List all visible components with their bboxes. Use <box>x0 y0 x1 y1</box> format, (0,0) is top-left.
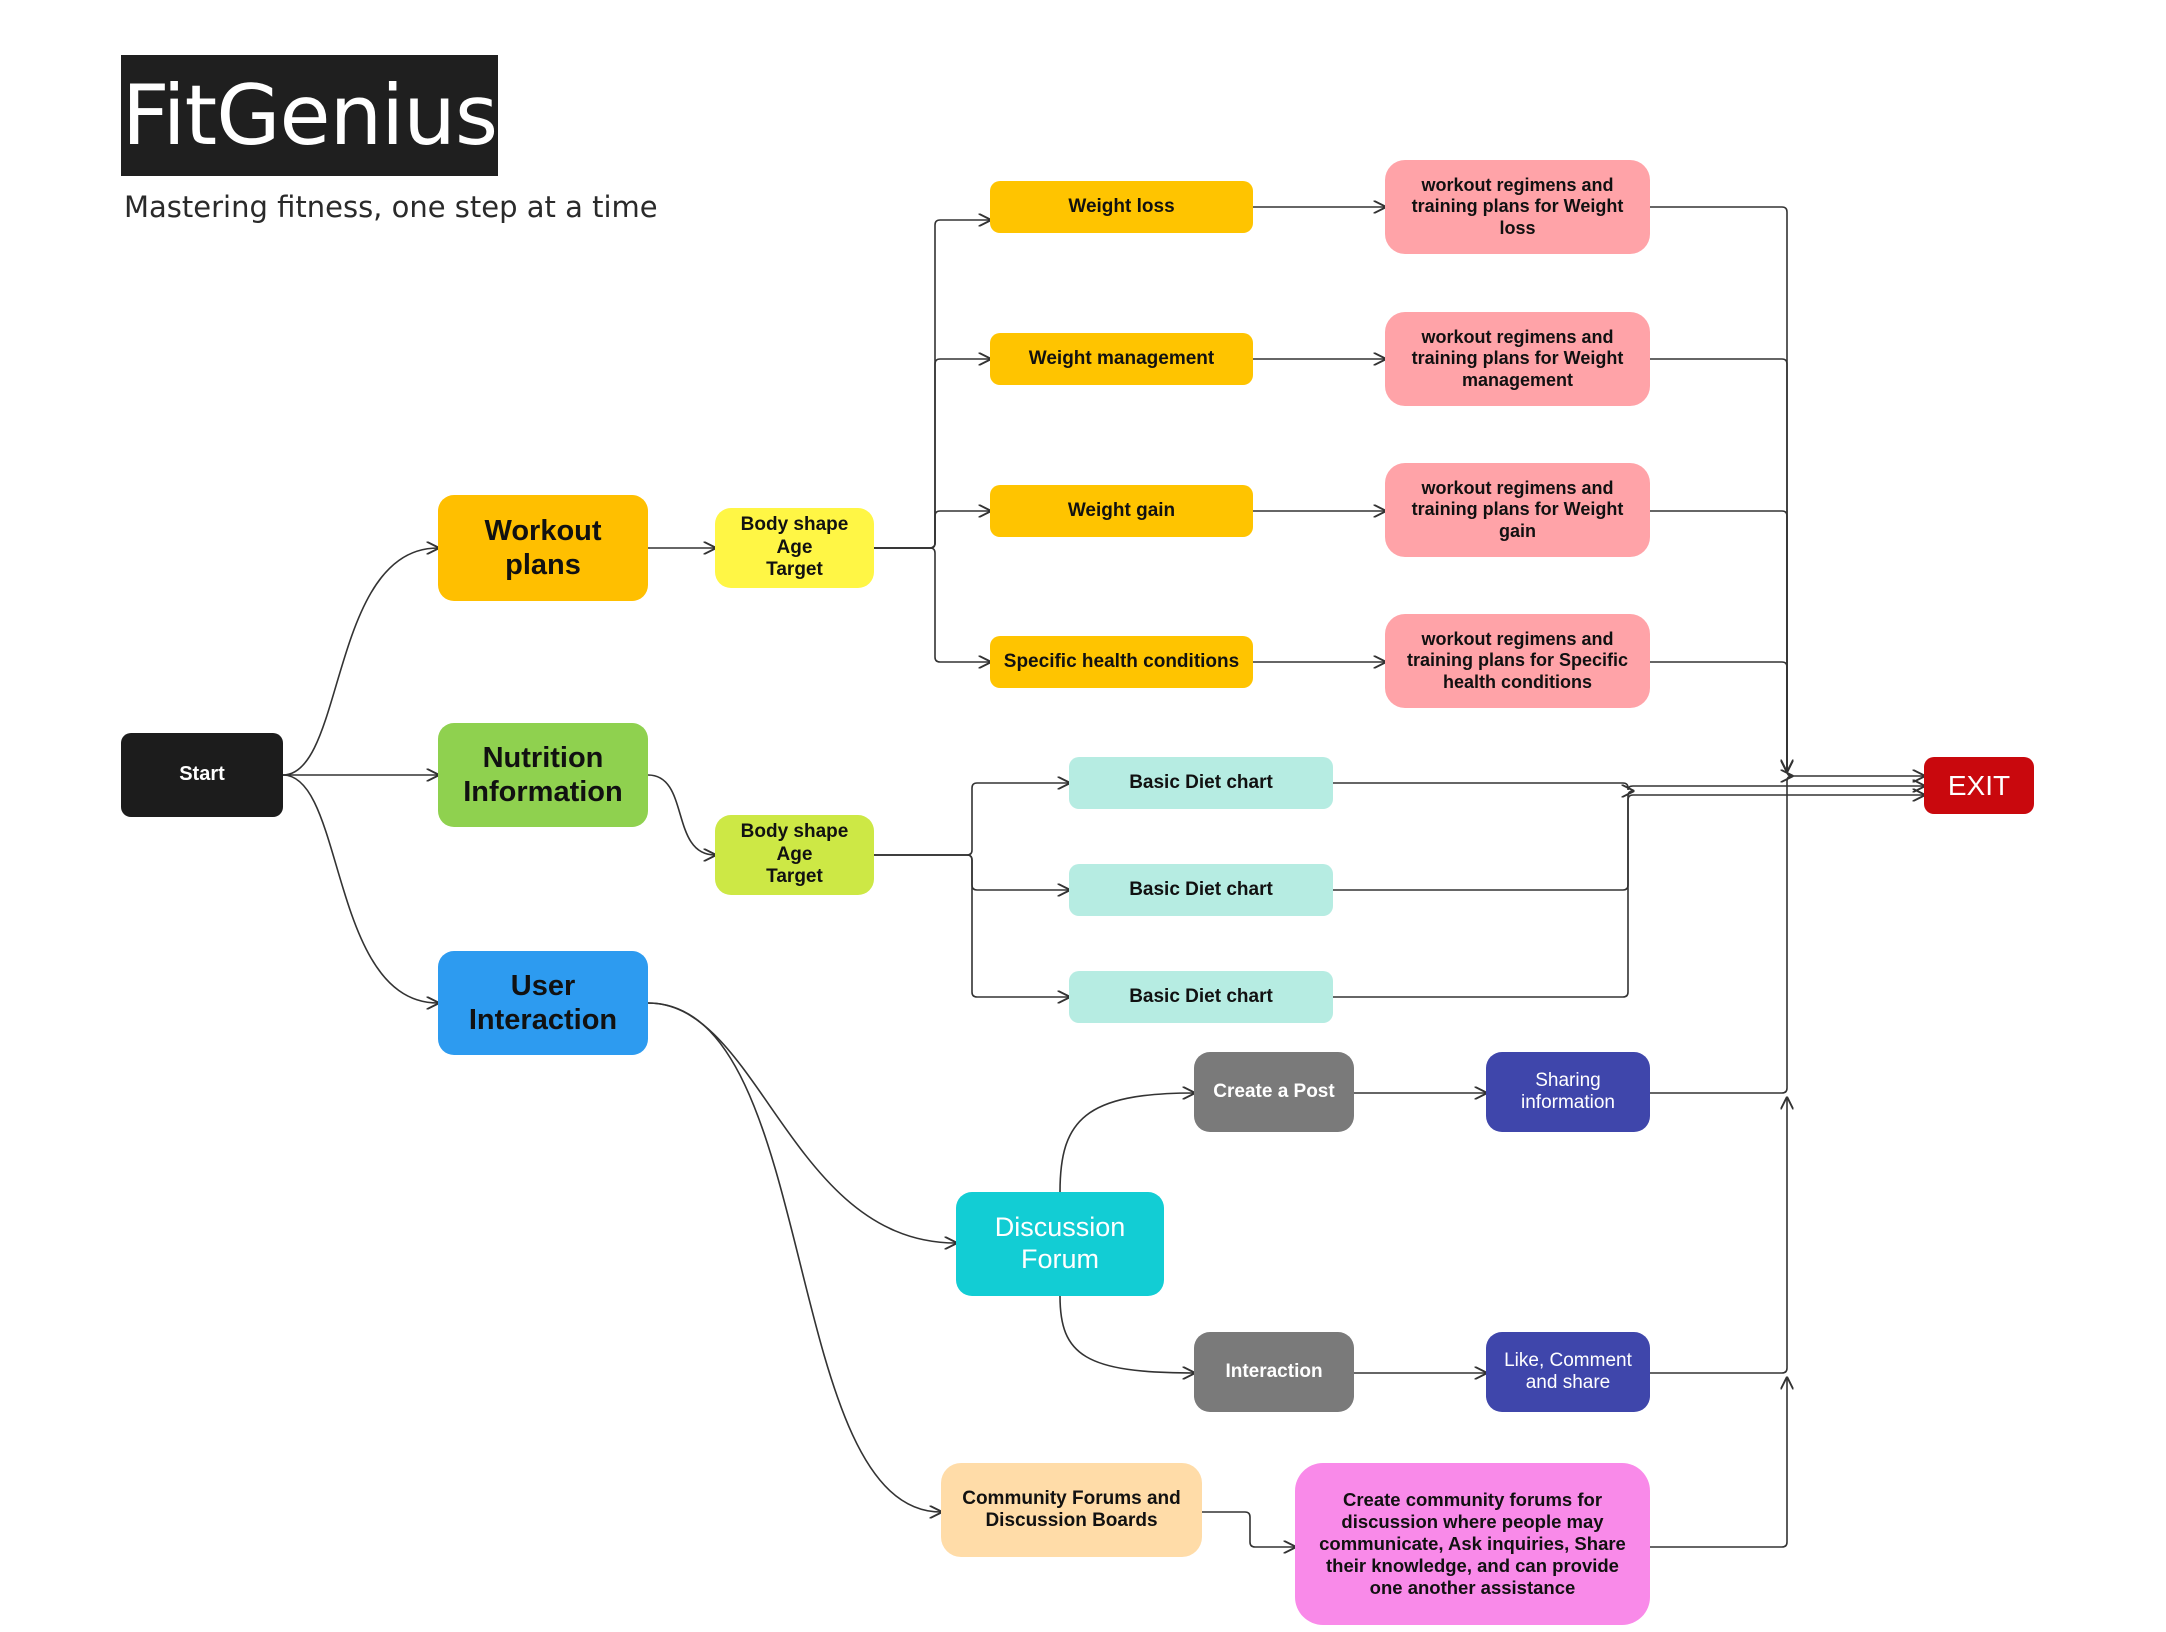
edge-bodyshape-weightloss <box>874 220 990 549</box>
community-forums-node[interactable]: Community Forums and Discussion Boards <box>941 1463 1202 1557</box>
edge-bodyshape-diet3 <box>874 854 1069 997</box>
body-shape-workout-node[interactable]: Body shape Age Target <box>715 508 874 588</box>
edge-start-user <box>282 774 438 1003</box>
edge-plan4-exit <box>1650 661 1787 771</box>
plan-specific-health-node[interactable]: workout regimens and training plans for … <box>1385 614 1650 708</box>
plan-weight-management-node[interactable]: workout regimens and training plans for … <box>1385 312 1650 406</box>
app-title: FitGenius <box>121 55 498 176</box>
community-detail-node[interactable]: Create community forums for discussion w… <box>1295 1463 1650 1625</box>
edge-user-community <box>647 1002 941 1512</box>
edge-detail-exit <box>1650 1378 1787 1548</box>
weight-loss-node[interactable]: Weight loss <box>990 181 1253 233</box>
edge-like-exit <box>1650 1098 1787 1374</box>
like-comment-share-node[interactable]: Like, Comment and share <box>1486 1332 1650 1412</box>
edge-start-workout <box>282 548 438 776</box>
discussion-forum-node[interactable]: Discussion Forum <box>956 1192 1164 1296</box>
edge-user-discussion <box>647 1002 956 1243</box>
edge-diet2-exit <box>1333 791 1633 891</box>
body-shape-nutrition-node[interactable]: Body shape Age Target <box>715 815 874 895</box>
edge-plan2-exit <box>1650 358 1787 771</box>
diet-chart-1-node[interactable]: Basic Diet chart <box>1069 757 1333 809</box>
app-subtitle: Mastering fitness, one step at a time <box>124 190 658 224</box>
weight-management-node[interactable]: Weight management <box>990 333 1253 385</box>
diet-chart-3-node[interactable]: Basic Diet chart <box>1069 971 1333 1023</box>
nutrition-information-node[interactable]: Nutrition Information <box>438 723 648 827</box>
exit-node[interactable]: EXIT <box>1924 757 2034 814</box>
diet-chart-2-node[interactable]: Basic Diet chart <box>1069 864 1333 916</box>
plan-weight-gain-node[interactable]: workout regimens and training plans for … <box>1385 463 1650 557</box>
edge-bodyshape-diet1 <box>874 783 1069 856</box>
plan-weight-loss-node[interactable]: workout regimens and training plans for … <box>1385 160 1650 254</box>
weight-gain-node[interactable]: Weight gain <box>990 485 1253 537</box>
edge-diet1-exit <box>1333 783 1924 790</box>
edge-discussion-interaction <box>1059 1295 1194 1373</box>
edge-bodyshape-weightmgmt <box>874 359 990 549</box>
start-node[interactable]: Start <box>121 733 283 817</box>
edge-bodyshape-weightgain <box>874 511 990 549</box>
edge-plan3-exit <box>1650 510 1787 771</box>
specific-health-node[interactable]: Specific health conditions <box>990 636 1253 688</box>
edge-community-detail <box>1202 1511 1295 1547</box>
workout-plans-node[interactable]: Workout plans <box>438 495 648 601</box>
edge-sharing-exit <box>1650 776 1792 1094</box>
sharing-information-node[interactable]: Sharing information <box>1486 1052 1650 1132</box>
edge-diet3-exit <box>1333 795 1924 998</box>
user-interaction-node[interactable]: User Interaction <box>438 951 648 1055</box>
edge-discussion-createpost <box>1059 1093 1194 1193</box>
interaction-node[interactable]: Interaction <box>1194 1332 1354 1412</box>
edge-bodyshape-health <box>874 547 990 662</box>
create-post-node[interactable]: Create a Post <box>1194 1052 1354 1132</box>
edge-nutrition-bodyshape <box>647 774 715 855</box>
